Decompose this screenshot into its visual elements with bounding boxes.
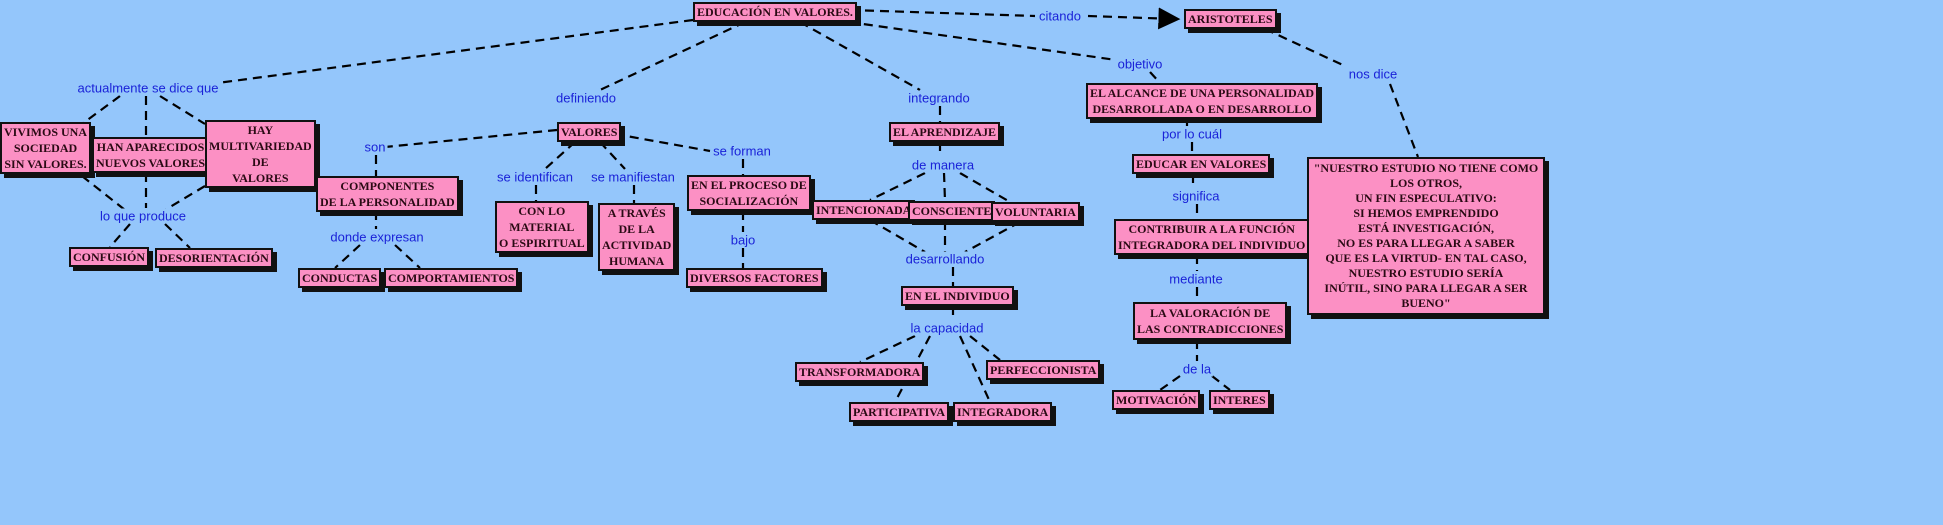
concept-node-intencionada[interactable]: INTENCIONADA bbox=[812, 200, 916, 220]
concept-node-contribuir[interactable]: CONTRIBUIR A LA FUNCIÓN INTEGRADORA DEL … bbox=[1114, 219, 1310, 255]
connector-line bbox=[334, 244, 361, 269]
concept-node-vivimos[interactable]: VIVIMOS UNA SOCIEDAD SIN VALORES. bbox=[0, 122, 92, 174]
concept-node-valores[interactable]: VALORES bbox=[557, 122, 622, 142]
concept-node-valoracion[interactable]: LA VALORACIÓN DE LAS CONTRADICCIONES bbox=[1133, 302, 1288, 340]
concept-node-confusion[interactable]: CONFUSIÓN bbox=[69, 247, 150, 267]
concept-node-material[interactable]: CON LO MATERIAL O ESPIRITUAL bbox=[495, 201, 589, 253]
concept-node-desorientacion[interactable]: DESORIENTACIÓN bbox=[155, 248, 273, 268]
link-label-produce: lo que produce bbox=[97, 208, 189, 224]
connector-line bbox=[599, 141, 626, 170]
link-label-definiendo: definiendo bbox=[554, 90, 618, 106]
concept-node-diversos[interactable]: DIVERSOS FACTORES bbox=[686, 268, 823, 288]
link-label-mediante: mediante bbox=[1167, 271, 1225, 287]
concept-node-consciente[interactable]: CONSCIENTE bbox=[908, 201, 996, 221]
connector-line bbox=[159, 95, 206, 125]
concept-node-motivacion[interactable]: MOTIVACIÓN bbox=[1112, 390, 1201, 410]
concept-node-quote[interactable]: "NUESTRO ESTUDIO NO TIENE COMO LOS OTROS… bbox=[1307, 157, 1545, 315]
link-label-citando: citando bbox=[1037, 8, 1083, 24]
link-label-objetivo: objetivo bbox=[1115, 56, 1165, 72]
link-label-significa: significa bbox=[1170, 188, 1222, 204]
concept-node-componentes[interactable]: COMPONENTES DE LA PERSONALIDAD bbox=[316, 176, 459, 212]
connector-line bbox=[869, 219, 926, 253]
link-label-expresan: donde expresan bbox=[328, 229, 426, 245]
connector-line bbox=[614, 132, 711, 153]
connector-line bbox=[544, 141, 576, 170]
connector-line bbox=[799, 21, 921, 91]
connector-line bbox=[849, 8, 1036, 18]
link-label-son: son bbox=[362, 139, 388, 155]
concept-node-comportamientos[interactable]: COMPORTAMIENTOS bbox=[384, 268, 519, 288]
link-label-capacidad: la capacidad bbox=[908, 320, 986, 336]
link-label-nosdice: nos dice bbox=[1346, 66, 1400, 82]
connector-line bbox=[964, 221, 1021, 253]
connector-line bbox=[384, 128, 558, 149]
connector-line bbox=[1211, 375, 1231, 391]
link-label-porlocual: por lo cuál bbox=[1160, 126, 1224, 142]
connector-line bbox=[1159, 375, 1181, 391]
connector-line bbox=[109, 223, 131, 248]
link-label-manifiestan: se manifiestan bbox=[589, 169, 677, 185]
connector-line bbox=[1149, 71, 1161, 84]
connector-line bbox=[81, 95, 121, 125]
concept-node-integradora[interactable]: INTEGRADORA bbox=[953, 402, 1053, 422]
connector-line bbox=[859, 335, 916, 363]
concept-node-han[interactable]: HAN APARECIDOS NUEVOS VALORES bbox=[92, 137, 210, 173]
connector-line bbox=[209, 18, 694, 86]
connector-line bbox=[958, 335, 992, 403]
link-label-bajo: bajo bbox=[728, 232, 758, 248]
link-label-manera: de manera bbox=[909, 157, 977, 173]
connector-line bbox=[599, 21, 746, 91]
connector-line bbox=[848, 20, 1131, 64]
concept-node-participativa[interactable]: PARTICIPATIVA bbox=[849, 402, 950, 422]
concept-node-conductas[interactable]: CONDUCTAS bbox=[298, 268, 382, 288]
link-label-integrando: integrando bbox=[906, 90, 972, 106]
concept-node-alcance[interactable]: EL ALCANCE DE UNA PERSONALIDAD DESARROLL… bbox=[1086, 83, 1319, 119]
connector-line bbox=[1264, 28, 1346, 67]
connector-line bbox=[942, 172, 947, 202]
concept-node-aristoteles[interactable]: ARISTOTELES bbox=[1184, 9, 1277, 29]
concept-node-aprendizaje[interactable]: EL APRENDIZAJE bbox=[889, 122, 1001, 142]
connector-line bbox=[1388, 83, 1420, 158]
concept-node-hay[interactable]: HAY MULTIVARIEDAD DE VALORES bbox=[205, 120, 316, 188]
link-label-desarrollando: desarrollando bbox=[903, 251, 987, 267]
concept-node-voluntaria[interactable]: VOLUNTARIA bbox=[991, 202, 1080, 222]
concept-node-actividad[interactable]: A TRAVÉS DE LA ACTIVIDAD HUMANA bbox=[598, 203, 676, 271]
concept-node-educar[interactable]: EDUCAR EN VALORES bbox=[1132, 154, 1271, 174]
concept-node-individuo[interactable]: EN EL INDIVIDUO bbox=[901, 286, 1014, 306]
connector-line bbox=[969, 335, 1001, 361]
link-label-forman: se forman bbox=[711, 143, 773, 159]
connector-line bbox=[394, 244, 421, 269]
concept-node-perfeccionista[interactable]: PERFECCIONISTA bbox=[986, 360, 1101, 380]
concept-node-transformadora[interactable]: TRANSFORMADORA bbox=[795, 362, 925, 382]
link-label-dela: de la bbox=[1180, 361, 1214, 377]
link-label-identifican: se identifican bbox=[495, 169, 575, 185]
connector-line bbox=[1087, 7, 1181, 30]
concept-node-proceso[interactable]: EN EL PROCESO DE SOCIALIZACIÓN bbox=[687, 175, 811, 211]
connector-line bbox=[81, 175, 126, 211]
connector-line bbox=[164, 185, 206, 211]
concept-node-interes[interactable]: INTERES bbox=[1209, 390, 1270, 410]
concept-node-title[interactable]: EDUCACIÓN EN VALORES. bbox=[693, 2, 857, 22]
connector-line bbox=[869, 172, 926, 201]
link-label-actualmente: actualmente se dice que bbox=[75, 80, 221, 96]
connector-line bbox=[959, 172, 1011, 203]
connector-line bbox=[164, 223, 191, 249]
